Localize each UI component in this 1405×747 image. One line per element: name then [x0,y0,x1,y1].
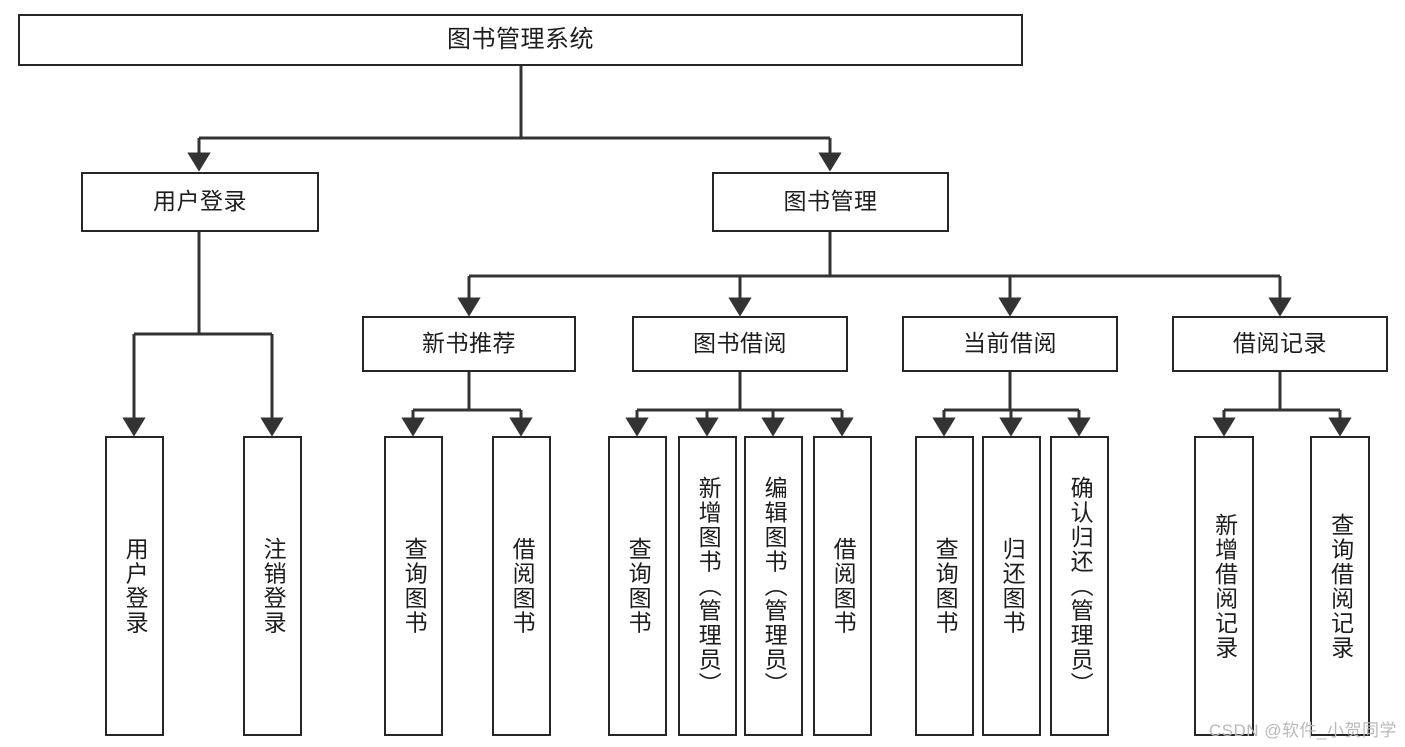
node-current-borrow-label: 当前借阅 [963,330,1057,357]
node-leaf-borrow-book-1[interactable]: 借阅图书 [492,436,551,736]
node-leaf-query-book-3-label: 查询图书 [932,537,959,635]
node-leaf-edit-book-label: 编辑图书（管理员） [761,475,788,697]
node-book-borrow-label: 图书借阅 [693,330,787,357]
node-leaf-query-book-1-label: 查询图书 [401,537,428,635]
node-leaf-query-book-2-label: 查询图书 [625,537,652,635]
node-user-login-label: 用户登录 [153,188,247,215]
node-root[interactable]: 图书管理系统 [18,14,1023,66]
node-leaf-borrow-book-2-label: 借阅图书 [830,537,857,635]
node-leaf-add-book[interactable]: 新增图书（管理员） [678,436,737,736]
node-leaf-user-login-label: 用户登录 [122,537,149,635]
node-borrow-record[interactable]: 借阅记录 [1172,316,1388,372]
node-current-borrow[interactable]: 当前借阅 [902,316,1118,372]
node-leaf-add-record-label: 新增借阅记录 [1211,512,1238,660]
node-new-book-recommend-label: 新书推荐 [422,330,516,357]
node-leaf-logout-label: 注销登录 [260,537,287,635]
node-leaf-confirm-return-label: 确认归还（管理员） [1067,475,1094,697]
node-leaf-return-book-label: 归还图书 [999,537,1026,635]
node-borrow-record-label: 借阅记录 [1233,330,1327,357]
watermark-text: CSDN @软件_小贺同学 [1208,721,1397,740]
node-leaf-user-login[interactable]: 用户登录 [105,436,164,736]
node-leaf-edit-book[interactable]: 编辑图书（管理员） [744,436,803,736]
node-leaf-query-book-3[interactable]: 查询图书 [915,436,974,736]
node-book-borrow[interactable]: 图书借阅 [632,316,848,372]
node-leaf-logout[interactable]: 注销登录 [243,436,302,736]
node-leaf-return-book[interactable]: 归还图书 [982,436,1041,736]
node-new-book-recommend[interactable]: 新书推荐 [362,316,576,372]
node-leaf-query-record-label: 查询借阅记录 [1327,512,1354,660]
node-leaf-query-record[interactable]: 查询借阅记录 [1310,436,1370,736]
node-user-login[interactable]: 用户登录 [81,172,319,232]
node-root-label: 图书管理系统 [447,25,594,53]
node-leaf-query-book-2[interactable]: 查询图书 [608,436,667,736]
node-leaf-add-record[interactable]: 新增借阅记录 [1194,436,1254,736]
node-leaf-borrow-book-1-label: 借阅图书 [509,537,536,635]
node-leaf-confirm-return[interactable]: 确认归还（管理员） [1050,436,1109,736]
node-leaf-add-book-label: 新增图书（管理员） [695,475,722,697]
node-leaf-query-book-1[interactable]: 查询图书 [384,436,443,736]
node-book-management-label: 图书管理 [783,188,878,215]
node-leaf-borrow-book-2[interactable]: 借阅图书 [813,436,872,736]
node-book-management[interactable]: 图书管理 [712,172,949,232]
